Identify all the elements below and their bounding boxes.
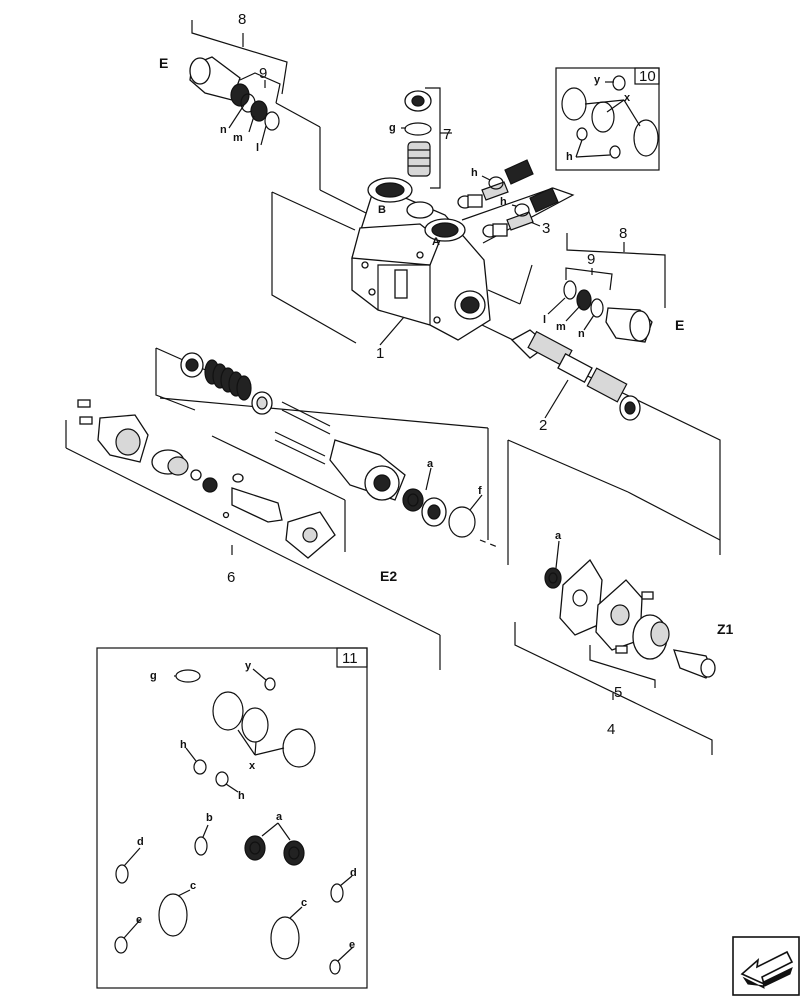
seal-letter-n: n	[220, 124, 227, 136]
callout-10: 10	[639, 68, 656, 85]
seal-letter-l: l	[256, 142, 259, 154]
callout-11: 11	[342, 650, 358, 667]
seal-letter-x: x	[624, 92, 631, 104]
seal-letter-b: b	[206, 812, 213, 824]
callout-8-left: 8	[238, 11, 246, 28]
seal-letter-x: x	[249, 760, 256, 772]
seal-letter-y: y	[594, 74, 601, 86]
port-e2: E2	[380, 568, 397, 584]
seal-letter-g: g	[150, 670, 157, 682]
seal-letters: n m l g h h l m n a f a y x h g y h x h …	[136, 74, 631, 951]
seal-letter-e: e	[349, 939, 355, 951]
seal-letter-c: c	[190, 880, 196, 892]
seal-letter-d: d	[137, 836, 144, 848]
port-e-left: E	[159, 55, 168, 71]
seal-letter-h: h	[471, 167, 478, 179]
callout-numbers: 8 9 7 3 8 9 1 2 6 5 4 10 11	[227, 11, 656, 738]
seal-letter-f: f	[478, 485, 482, 497]
callout-9-right: 9	[587, 251, 595, 268]
seal-letter-m: m	[233, 132, 243, 144]
left-relief-plug	[189, 56, 280, 131]
callout-3: 3	[542, 220, 550, 237]
seal-letter-c: c	[301, 897, 307, 909]
seal-letter-h: h	[180, 739, 187, 751]
letter-leaders	[123, 104, 595, 962]
port-a-mark: A	[432, 236, 440, 248]
spring-assembly-6	[77, 352, 476, 559]
end-cap-4-5	[544, 558, 716, 679]
seal-letter-n: n	[578, 328, 585, 340]
port-b-mark: B	[378, 204, 386, 216]
spool-2	[510, 329, 641, 421]
spring-coil	[204, 359, 252, 401]
callout-2: 2	[539, 417, 547, 434]
end-cap-parts	[77, 399, 336, 559]
arrow-back-icon[interactable]	[732, 936, 800, 996]
callout-4: 4	[607, 721, 615, 738]
cartridge-7	[404, 90, 432, 177]
callout-8-right: 8	[619, 225, 627, 242]
seal-kit-11	[96, 647, 368, 989]
seal-letter-d: d	[350, 867, 357, 879]
port-labels: E E E2 Z1	[159, 55, 734, 637]
right-relief-plug	[563, 280, 653, 343]
port-z1: Z1	[717, 621, 734, 637]
seal-letter-h: h	[238, 790, 245, 802]
check-valves-3	[457, 159, 559, 238]
seal-letter-h: h	[566, 151, 573, 163]
seal-letter-a: a	[427, 458, 434, 470]
callout-7: 7	[443, 126, 451, 143]
callout-5: 5	[614, 684, 622, 701]
callout-6: 6	[227, 569, 235, 586]
seal-letter-e: e	[136, 914, 142, 926]
port-e-right: E	[675, 317, 684, 333]
seal-letter-g: g	[389, 122, 396, 134]
seal-letter-y: y	[245, 660, 252, 672]
valve-body: B A	[351, 177, 491, 341]
seal-letter-a: a	[276, 811, 283, 823]
callout-9-left: 9	[259, 65, 267, 82]
seal-letter-a: a	[555, 530, 562, 542]
seal-letter-h: h	[500, 196, 507, 208]
seal-letter-m: m	[556, 321, 566, 333]
seal-letter-l: l	[543, 314, 546, 326]
seal-kit-10	[555, 67, 660, 171]
callout-1: 1	[376, 345, 384, 362]
